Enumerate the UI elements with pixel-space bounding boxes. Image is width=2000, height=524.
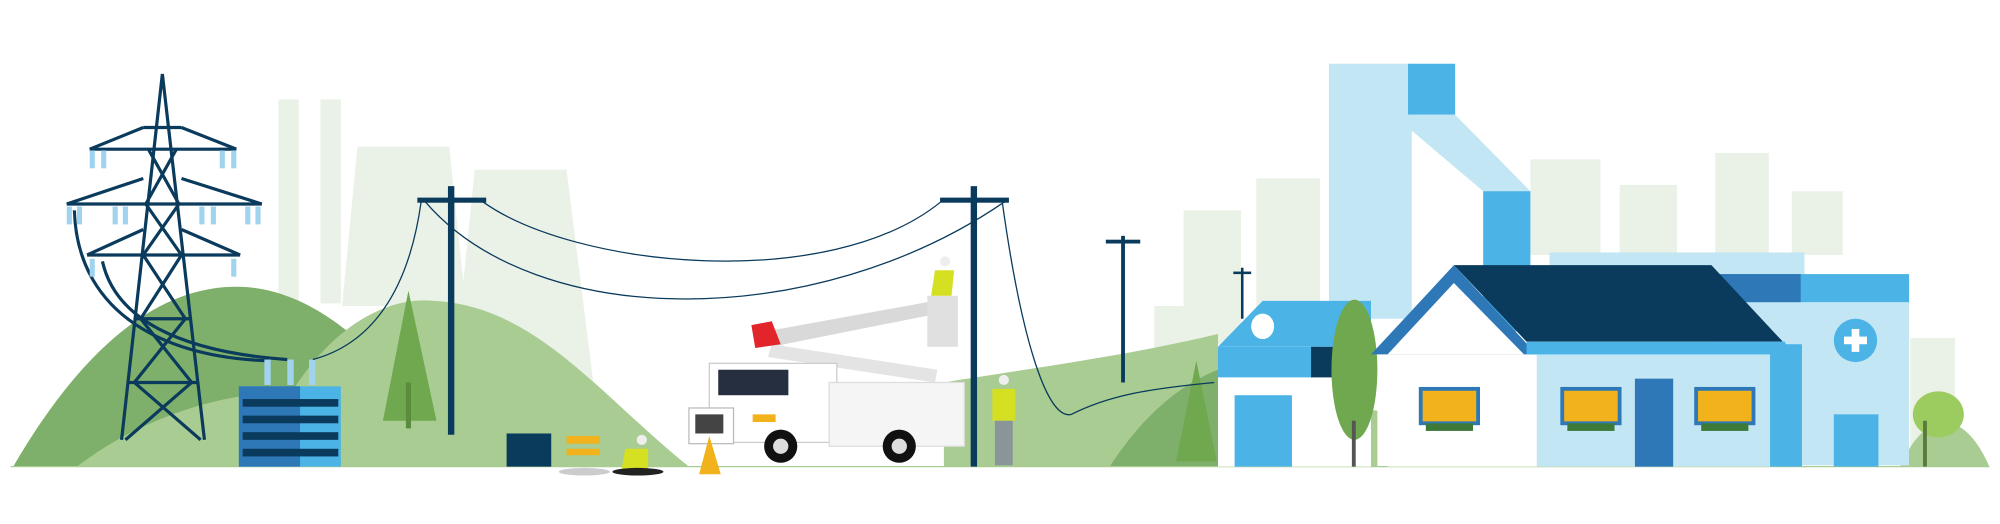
pine-tree [382,290,1217,462]
manhole-and-safety [506,433,721,476]
barricade-icon [566,436,600,456]
lineworker-icon [621,256,1016,472]
transmission-tower-icon [66,73,288,442]
tree [1331,299,1964,467]
insulators [66,150,316,386]
windows [1418,386,1756,426]
main-house [1371,265,1802,467]
bucket-truck-icon [688,295,965,463]
power-lines [312,200,1215,416]
utility-pole-icon [417,186,1252,467]
substation-transformer [238,386,341,467]
front-door [1634,378,1674,467]
traffic-cone-icon [699,436,721,475]
